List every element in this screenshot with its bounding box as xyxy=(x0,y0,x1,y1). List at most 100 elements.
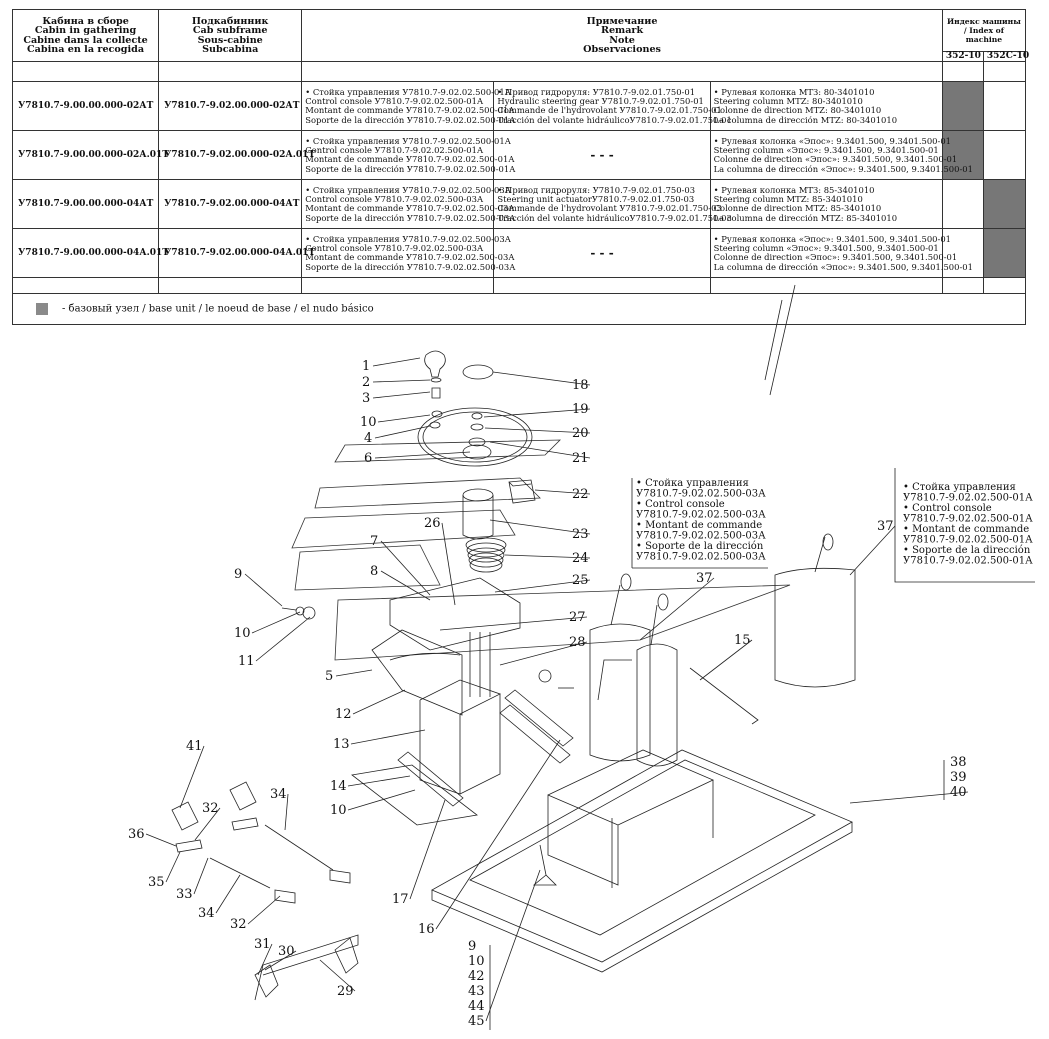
clevis-part xyxy=(274,889,296,904)
cap-part xyxy=(462,364,494,380)
bolt-part xyxy=(281,607,297,611)
remark-line: • Рулевая колонка «Эпос»: 9.3401.500, 9.… xyxy=(713,135,951,146)
note-box-control-console-03a: • Control console xyxy=(636,499,725,510)
index-cell-352c-10 xyxy=(982,179,1027,230)
note-box-control-console-01a: У7810.7-9.02.02.500-01А xyxy=(903,556,1033,567)
leader-line xyxy=(849,525,896,576)
index-cell-352c-10 xyxy=(982,130,1027,181)
leader-line xyxy=(347,789,416,811)
ghost-outline xyxy=(291,509,516,549)
callout-number: 4 xyxy=(364,431,372,446)
pedal-shaft-part xyxy=(254,937,359,998)
leader-line xyxy=(255,616,311,662)
control-console-right-part xyxy=(774,567,856,688)
bracket-part xyxy=(508,479,536,504)
remark-line: • Стойка управления У7810.7-9.02.02.500-… xyxy=(305,184,512,195)
callout-number: 38 xyxy=(950,755,967,770)
leader-line xyxy=(489,441,591,459)
remark-line: • Рулевая колонка «Эпос»: 9.3401.500, 9.… xyxy=(713,233,951,244)
remark-line: Steering unit actuatorУ7810.7-9.02.01.75… xyxy=(497,194,695,204)
remark-line: Hydraulic steering gear У7810.7-9.02.01.… xyxy=(497,96,704,106)
callout-number: 44 xyxy=(468,999,485,1014)
nut-part xyxy=(470,423,484,431)
note-box-control-console-01a: • Control console xyxy=(903,503,992,514)
callout-number: 22 xyxy=(572,487,589,502)
leader-line xyxy=(441,522,456,606)
clevis-part xyxy=(329,869,351,884)
subframe-part xyxy=(431,749,853,963)
callout-number: 28 xyxy=(569,635,586,650)
remark-cell: - - - xyxy=(493,228,711,279)
rod-part xyxy=(469,632,491,697)
control-console-right-part xyxy=(814,536,826,573)
leader-line xyxy=(435,739,561,930)
callout-number: 23 xyxy=(572,527,589,542)
nut-part xyxy=(431,410,443,418)
leader-line xyxy=(284,793,289,831)
remark-line: La columna de dirección MTZ: 80-3401010 xyxy=(713,114,898,125)
pedestal-part xyxy=(459,694,501,795)
leader-line xyxy=(534,489,591,495)
remark-line: Control console У7810.7-9.02.02.500-01А xyxy=(305,145,484,155)
leader-line xyxy=(699,639,753,681)
pedal-part xyxy=(504,689,574,747)
leader-line xyxy=(215,874,241,914)
subframe-code-cell: У7810.7-9.02.00.000-02А.01Т xyxy=(158,130,315,181)
note-box-control-console-01a: У7810.7-9.02.02.500-01А xyxy=(903,514,1033,525)
subframe-part xyxy=(431,822,853,973)
leader-line xyxy=(380,540,431,596)
leader-line xyxy=(849,791,969,804)
remark-line: Soporte de la dirección У7810.7-9.02.02.… xyxy=(305,114,516,125)
leader-line xyxy=(409,799,446,900)
washer-part xyxy=(295,606,305,616)
leader-line xyxy=(350,729,426,745)
remark-line: Colonne de direction MTZ: 80-3401010 xyxy=(713,105,882,116)
callout-number: 21 xyxy=(572,451,589,466)
rod-part xyxy=(209,857,271,889)
leader-line xyxy=(251,611,301,634)
callout-number: 30 xyxy=(278,944,295,959)
remark-line: Soporte de la dirección У7810.7-9.02.02.… xyxy=(305,261,516,272)
remark-line: Montant de commande У7810.7-9.02.02.500-… xyxy=(305,105,515,116)
tool-box-part xyxy=(547,749,714,886)
control-console-part xyxy=(620,573,632,591)
callout-number: 43 xyxy=(468,984,485,999)
leader-line xyxy=(374,425,431,439)
hinge-bracket-part xyxy=(171,801,199,831)
callout-number: 41 xyxy=(186,739,203,754)
callout-number: 3 xyxy=(362,391,370,406)
legend-swatch xyxy=(36,303,48,316)
header-index-352c-10: 352С-10 xyxy=(982,50,1029,63)
leader-line xyxy=(145,833,177,847)
note-box-control-console-03a: У7810.7-9.02.02.500-03А xyxy=(636,552,766,563)
ghost-outline xyxy=(314,477,541,509)
remark-line: Soporte de la dirección У7810.7-9.02.02.… xyxy=(305,212,516,223)
nut-part xyxy=(468,437,486,447)
remark-cell: • Привод гидроруля: У7810.7-9.02.01.750-… xyxy=(493,81,732,132)
callout-number: 10 xyxy=(330,803,347,818)
boot-part xyxy=(469,557,503,573)
callout-number: 29 xyxy=(337,984,354,999)
ghost-line xyxy=(764,299,783,381)
remark-line: Commande de l'hydrovolant У7810.7-9.02.0… xyxy=(497,203,722,214)
callout-number: 34 xyxy=(198,906,215,921)
callout-number: 25 xyxy=(572,573,589,588)
boot-part xyxy=(465,537,507,553)
callout-number: 34 xyxy=(270,787,287,802)
control-console-part xyxy=(650,604,658,646)
callout-number: 35 xyxy=(148,875,165,890)
callout-number: 15 xyxy=(734,633,751,648)
subframe-part xyxy=(469,759,816,936)
lever-assembly-part xyxy=(532,844,557,886)
subframe-code-cell: У7810.7-9.02.00.000-04А.01Т xyxy=(158,228,315,279)
remark-line: • Привод гидроруля: У7810.7-9.02.01.750-… xyxy=(497,184,696,195)
note-box-control-console-01a: У7810.7-9.02.02.500-01А xyxy=(903,535,1033,546)
rod-part xyxy=(264,824,334,871)
leader-line xyxy=(179,745,205,809)
remark-line: Soporte de la dirección У7810.7-9.02.02.… xyxy=(305,163,516,174)
remark-line: Control console У7810.7-9.02.02.500-03А xyxy=(305,194,484,204)
ghost-outline xyxy=(294,544,441,591)
